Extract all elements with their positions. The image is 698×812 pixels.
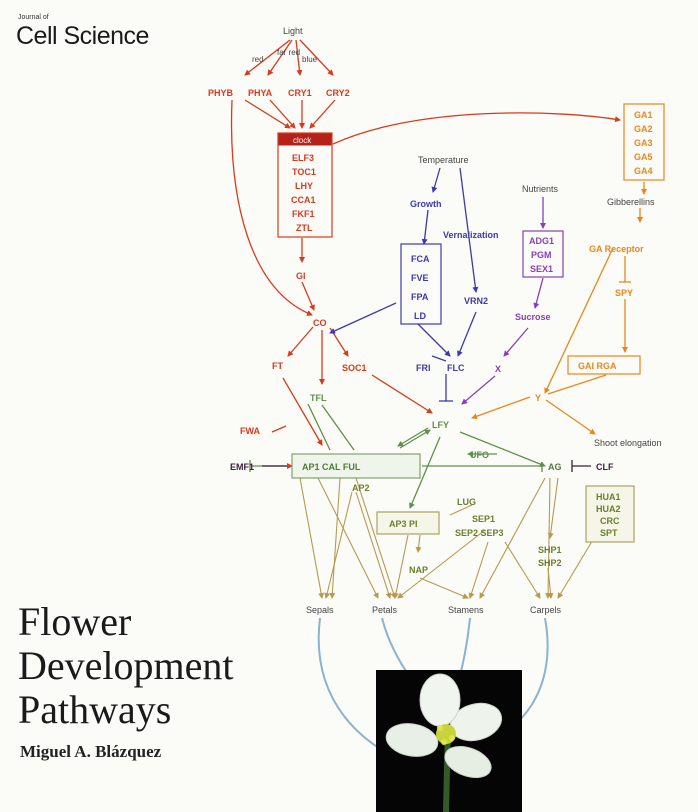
journal-prefix: Journal of — [18, 14, 49, 21]
label-spy: SPY — [615, 288, 633, 298]
clock-gene-fkf1: FKF1 — [292, 209, 315, 219]
organ-petals: Petals — [372, 605, 398, 615]
ga-gene-2: GA2 — [634, 124, 653, 134]
label-ft: FT — [272, 361, 283, 371]
temperature-pathway — [329, 167, 479, 402]
label-red: red — [252, 55, 264, 64]
ga-gene-1: GA1 — [634, 110, 653, 120]
journal-name: Cell Science — [16, 22, 149, 50]
photoreceptor-cry1: CRY1 — [288, 88, 312, 98]
ga-gene-3: GA3 — [634, 138, 653, 148]
label-flc: FLC — [447, 363, 465, 373]
label-ap3-pi: AP3 PI — [389, 519, 418, 529]
labels: Light red far red blue PHYB PHYA CRY1 CR… — [208, 26, 662, 615]
label-gi: GI — [296, 271, 306, 281]
label-growth: Growth — [410, 199, 442, 209]
clock-gene-lhy: LHY — [295, 181, 313, 191]
title-line-3: Pathways — [18, 687, 172, 732]
label-tfl: TFL — [310, 393, 327, 403]
label-light: Light — [283, 26, 303, 36]
label-ufo: UFO — [470, 450, 489, 460]
label-fwa: FWA — [240, 426, 260, 436]
organ-sepals: Sepals — [306, 605, 334, 615]
label-shp2: SHP2 — [538, 558, 562, 568]
label-hua1: HUA1 — [596, 492, 621, 502]
label-nutrients: Nutrients — [522, 184, 559, 194]
clock-gene-elf3: ELF3 — [292, 153, 314, 163]
photoreceptor-phyb: PHYB — [208, 88, 234, 98]
organ-stamens: Stamens — [448, 605, 484, 615]
label-hua2: HUA2 — [596, 504, 621, 514]
nutrient-sex1: SEX1 — [530, 264, 553, 274]
autonomous-fpa: FPA — [411, 292, 429, 302]
clock-gene-toc1: TOC1 — [292, 167, 316, 177]
photoreceptor-cry2: CRY2 — [326, 88, 350, 98]
label-shoot-elongation: Shoot elongation — [594, 438, 662, 448]
nutrients-pathway — [461, 197, 546, 405]
ga-gene-4: GA4 — [634, 166, 653, 176]
nutrient-adg1: ADG1 — [529, 236, 554, 246]
organ-arrows — [299, 477, 601, 599]
label-sep1: SEP1 — [472, 514, 495, 524]
label-temperature: Temperature — [418, 155, 469, 165]
label-blue: blue — [302, 55, 318, 64]
label-gibberellins: Gibberellins — [607, 197, 655, 207]
boxes — [277, 103, 665, 543]
nutrient-pgm: PGM — [531, 250, 552, 260]
label-sucrose: Sucrose — [515, 312, 551, 322]
title-line-1: Flower — [18, 599, 132, 644]
label-vrn2: VRN2 — [464, 296, 488, 306]
label-gai-rga: GAI RGA — [578, 361, 617, 371]
ga-gene-5: GA5 — [634, 152, 653, 162]
label-co: CO — [313, 318, 327, 328]
title-line-2: Development — [18, 643, 234, 688]
clock-gene-ztl: ZTL — [296, 223, 313, 233]
label-y: Y — [535, 393, 541, 403]
label-x: X — [495, 364, 501, 374]
light-pathway — [230, 39, 621, 446]
label-lfy: LFY — [432, 420, 449, 430]
photoreceptor-phya: PHYA — [248, 88, 273, 98]
label-ag: AG — [548, 462, 562, 472]
label-vernalization: Vernalization — [443, 230, 499, 240]
label-far-red: far red — [277, 48, 300, 57]
flower-photo — [376, 670, 522, 812]
label-spt: SPT — [600, 528, 618, 538]
label-ga-receptor: GA Receptor — [589, 244, 644, 254]
label-clf: CLF — [596, 462, 614, 472]
page-title: Flower Development Pathways — [18, 600, 234, 732]
organ-carpels: Carpels — [530, 605, 562, 615]
floral-network — [249, 403, 546, 509]
label-ap2: AP2 — [352, 483, 370, 493]
label-nap: NAP — [409, 565, 428, 575]
clock-header: clock — [293, 136, 312, 145]
author-name: Miguel A. Blázquez — [20, 742, 162, 761]
label-fri: FRI — [416, 363, 431, 373]
label-emf1: EMF1 — [230, 462, 254, 472]
label-crc: CRC — [600, 516, 620, 526]
floral-network-dark — [262, 460, 591, 472]
label-ap1-cal-ful: AP1 CAL FUL — [302, 462, 361, 472]
autonomous-fca: FCA — [411, 254, 430, 264]
autonomous-ld: LD — [414, 311, 426, 321]
label-shp1: SHP1 — [538, 545, 562, 555]
gibberellin-pathway — [471, 182, 647, 435]
label-sep2-sep3: SEP2 SEP3 — [455, 528, 504, 538]
label-lug: LUG — [457, 497, 476, 507]
clock-gene-cca1: CCA1 — [291, 195, 316, 205]
autonomous-fve: FVE — [411, 273, 429, 283]
label-soc1: SOC1 — [342, 363, 367, 373]
